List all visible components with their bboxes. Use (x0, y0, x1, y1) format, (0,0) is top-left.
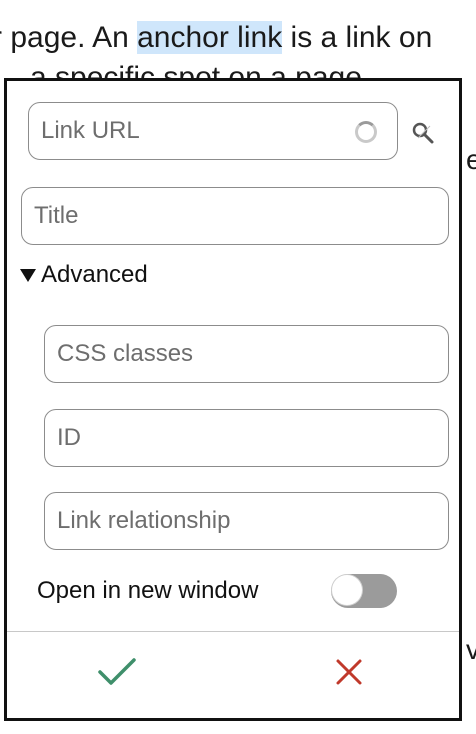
css-classes-input[interactable] (57, 340, 448, 368)
triangle-down-icon (20, 268, 36, 282)
advanced-label: Advanced (41, 261, 148, 288)
link-relationship-input[interactable] (57, 507, 448, 535)
background-edge-fragment: e (466, 144, 476, 175)
cancel-button[interactable] (239, 637, 459, 707)
title-input[interactable] (34, 202, 448, 230)
open-in-new-window-label: Open in new window (37, 577, 259, 604)
link-editor-dialog: Advanced Open in new window (4, 78, 462, 721)
link-relationship-field[interactable] (44, 492, 449, 550)
link-url-input[interactable] (41, 117, 397, 145)
open-in-new-window-toggle[interactable] (331, 574, 397, 608)
advanced-toggle[interactable]: Advanced (20, 261, 148, 289)
open-in-new-window-row: Open in new window (37, 571, 397, 611)
footer-divider (7, 631, 459, 632)
search-icon (412, 122, 434, 144)
link-url-field[interactable] (28, 102, 398, 160)
title-field[interactable] (21, 187, 449, 245)
highlighted-anchor-link-text: anchor link (137, 21, 283, 54)
search-button[interactable] (408, 118, 438, 148)
background-edge-fragment: v (466, 634, 476, 665)
id-input[interactable] (57, 424, 448, 452)
confirm-button[interactable] (7, 637, 227, 707)
background-text-after: is a link on (282, 21, 433, 54)
css-classes-field[interactable] (44, 325, 449, 383)
background-text-before: r page. An (0, 21, 138, 54)
checkmark-icon (98, 658, 136, 685)
toggle-knob (332, 575, 362, 605)
spinner-icon (355, 121, 377, 143)
close-icon (336, 659, 362, 685)
background-line-1: r page. An anchor link is a link on (0, 18, 432, 58)
id-field[interactable] (44, 409, 449, 467)
